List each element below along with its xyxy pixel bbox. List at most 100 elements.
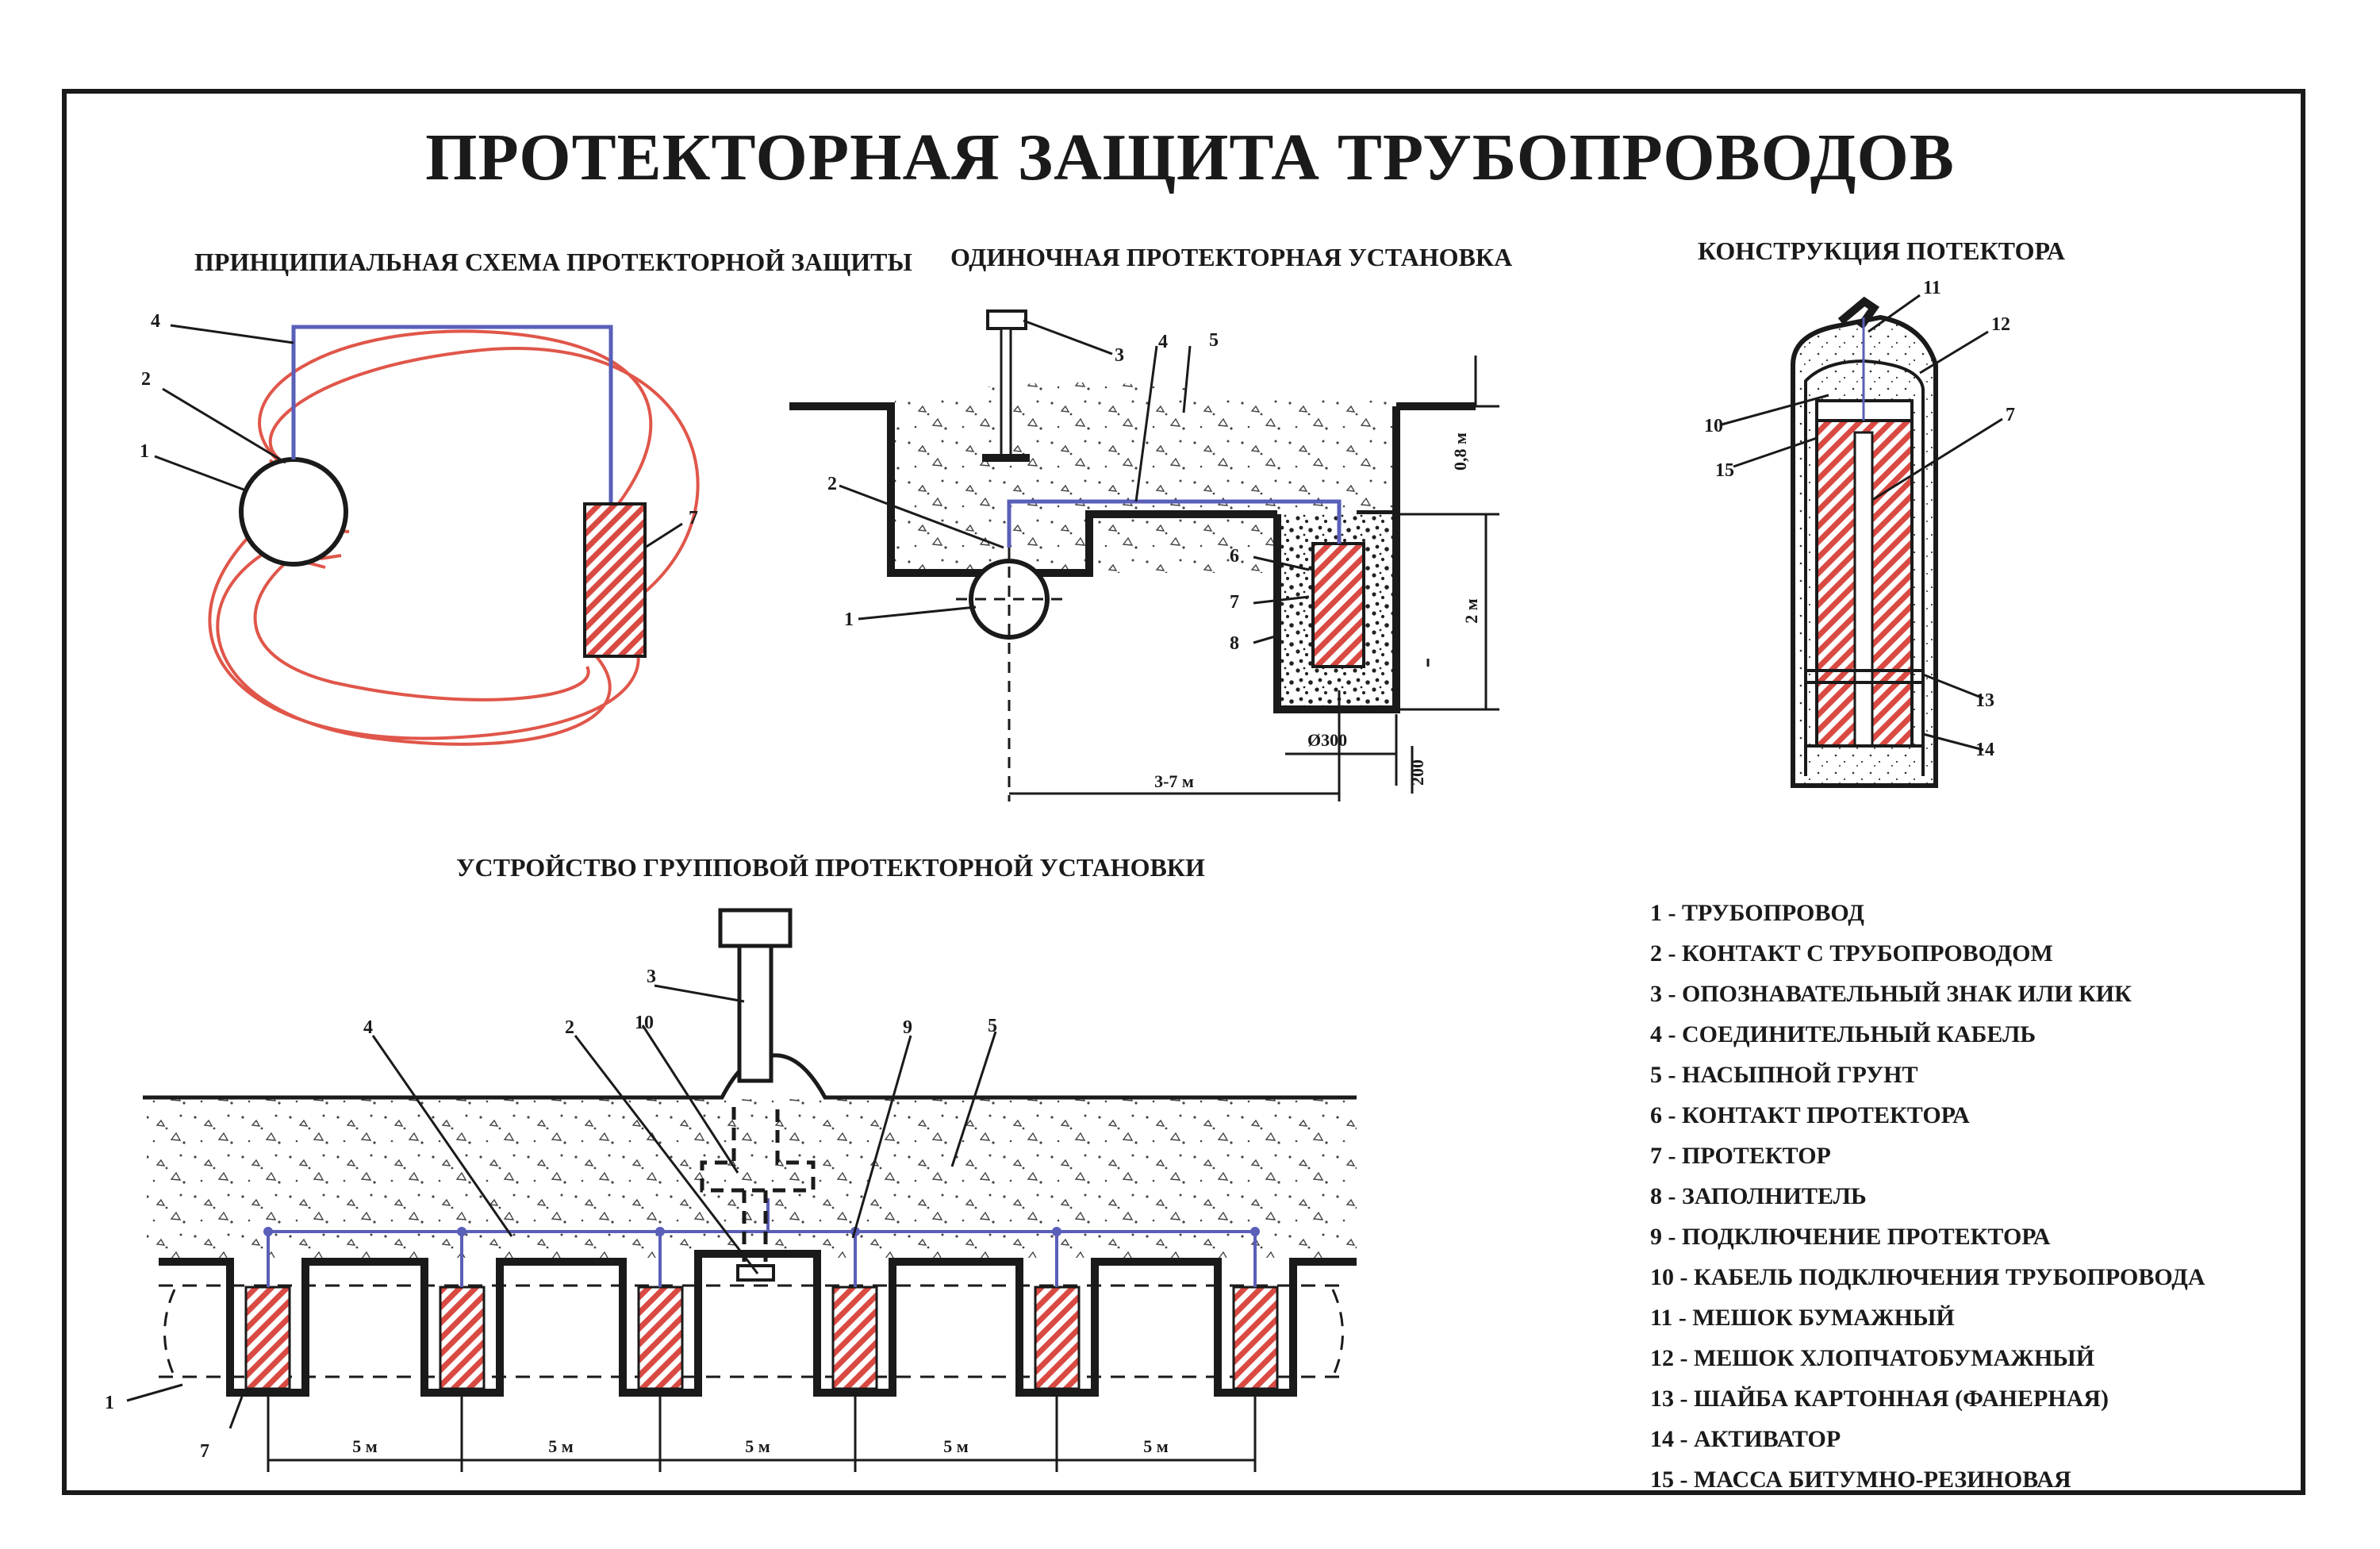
legend-item: 15 - МАССА БИТУМНО-РЕЗИНОВАЯ bbox=[1650, 1466, 2071, 1493]
legend-item: 5 - НАСЫПНОЙ ГРУНТ bbox=[1650, 1062, 1918, 1088]
legend-item: 9 - ПОДКЛЮЧЕНИЕ ПРОТЕКТОРА bbox=[1650, 1224, 2051, 1250]
protector-anode bbox=[1311, 542, 1365, 668]
protector-construction: 11 12 10 15 7 13 14 bbox=[1704, 278, 2015, 788]
subtitle-group: УСТРОЙСТВО ГРУППОВОЙ ПРОТЕКТОРНОЙ УСТАНО… bbox=[456, 853, 1205, 882]
cable-drops bbox=[460, 1198, 1058, 1287]
legend-item: 6 - КОНТАКТ ПРОТЕКТОРА bbox=[1650, 1102, 1970, 1128]
callout-1: 1 bbox=[140, 441, 149, 462]
marker-sign-head bbox=[986, 309, 1027, 330]
leader-lines bbox=[154, 324, 683, 549]
pipeline-circle bbox=[239, 457, 348, 567]
anode-3 bbox=[637, 1286, 684, 1390]
callout-15: 15 bbox=[1715, 460, 1734, 481]
dimension-5m-4: 5 м bbox=[943, 1436, 969, 1456]
core-rod bbox=[1853, 431, 1874, 748]
filler-outline bbox=[1273, 514, 1400, 713]
callout-14: 14 bbox=[1975, 740, 1994, 760]
protector-anode bbox=[583, 502, 647, 658]
connection-nodes bbox=[263, 1227, 1260, 1236]
ground-surface bbox=[143, 1053, 1357, 1100]
anode-1 bbox=[244, 1286, 291, 1390]
current-flow-lines bbox=[208, 329, 700, 746]
dimension-offset: 200 bbox=[1407, 759, 1427, 786]
group-installation: 3 4 2 10 9 5 1 7 5 м 5 м 5 м 5 м 5 м bbox=[105, 908, 1357, 1472]
legend-item: 8 - ЗАПОЛНИТЕЛЬ bbox=[1650, 1183, 1867, 1209]
callout-1: 1 bbox=[105, 1393, 114, 1413]
principle-diagram: 4 2 1 7 bbox=[140, 311, 700, 746]
dimension-chain bbox=[267, 1389, 1257, 1472]
marker-sign-post bbox=[737, 944, 774, 1083]
legend-item: 11 - МЕШОК БУМАЖНЫЙ bbox=[1650, 1305, 1955, 1331]
marker-sign-base bbox=[982, 454, 1030, 462]
callout-2: 2 bbox=[827, 474, 837, 494]
dimension-diameter: Ø300 bbox=[1307, 730, 1347, 750]
marker-sign-post bbox=[1000, 327, 1012, 457]
marker-footing bbox=[700, 1107, 816, 1262]
leader-lines bbox=[126, 984, 997, 1429]
dimension-5m-1: 5 м bbox=[352, 1436, 378, 1456]
legend-item: 3 - ОПОЗНАВАТЕЛЬНЫЙ ЗНАК ИЛИ КИК bbox=[1650, 981, 2132, 1007]
pipeline-outline bbox=[159, 1284, 1349, 1378]
callout-7: 7 bbox=[689, 508, 698, 529]
subtitle-construction: КОНСТРУКЦИЯ ПОТЕКТОРА bbox=[1698, 236, 2066, 265]
pipe-axis bbox=[956, 548, 1067, 801]
legend-item: 4 - СОЕДИНИТЕЛЬНЫЙ КАБЕЛЬ bbox=[1650, 1021, 2036, 1047]
callout-12: 12 bbox=[1991, 314, 2010, 335]
legend-item: 2 - КОНТАКТ С ТРУБОПРОВОДОМ bbox=[1650, 940, 2053, 967]
marker-sign-head bbox=[718, 908, 793, 948]
callout-9: 9 bbox=[903, 1017, 912, 1038]
anode-5 bbox=[1034, 1286, 1081, 1390]
dimension-lines bbox=[1009, 356, 1499, 801]
legend-item: 7 - ПРОТЕКТОР bbox=[1650, 1143, 1831, 1169]
dimension-depth: 0,8 м bbox=[1450, 432, 1470, 471]
bag-tie bbox=[1837, 296, 1880, 329]
anode-6 bbox=[1232, 1286, 1279, 1390]
callout-7: 7 bbox=[1230, 592, 1239, 613]
legend: 1 - ТРУБОПРОВОД 2 - КОНТАКТ С ТРУБОПРОВО… bbox=[1650, 893, 2205, 1500]
legend-item: 14 - АКТИВАТОР bbox=[1650, 1426, 1841, 1452]
backfill-soil bbox=[895, 382, 1392, 577]
callout-4: 4 bbox=[1158, 332, 1168, 352]
callout-6: 6 bbox=[1230, 546, 1239, 567]
legend-item: 13 - ШАЙБА КАРТОННАЯ (ФАНЕРНАЯ) bbox=[1650, 1386, 2109, 1412]
callout-7: 7 bbox=[200, 1441, 209, 1462]
trench-profile bbox=[159, 1250, 1357, 1397]
leader-lines bbox=[839, 319, 1310, 644]
callout-5: 5 bbox=[1209, 330, 1219, 351]
anode-2 bbox=[439, 1286, 486, 1390]
anode-4 bbox=[831, 1286, 878, 1390]
legend-item: 12 - МЕШОК ХЛОПЧАТОБУМАЖНЫЙ bbox=[1650, 1345, 2095, 1371]
dimension-5m-5: 5 м bbox=[1143, 1436, 1169, 1456]
callout-11: 11 bbox=[1923, 278, 1941, 298]
dimension-5m-2: 5 м bbox=[548, 1436, 574, 1456]
callout-10: 10 bbox=[1704, 416, 1723, 436]
legend-item: 1 - ТРУБОПРОВОД bbox=[1650, 900, 1864, 926]
pipeline-circle bbox=[969, 559, 1050, 640]
callout-13: 13 bbox=[1975, 690, 1994, 711]
callout-1: 1 bbox=[844, 609, 854, 630]
backfill-soil bbox=[147, 1099, 1357, 1258]
connecting-cable bbox=[1007, 499, 1342, 548]
poster-frame bbox=[62, 89, 2305, 1495]
subtitle-single: ОДИНОЧНАЯ ПРОТЕКТОРНАЯ УСТАНОВКА bbox=[950, 243, 1513, 271]
callout-3: 3 bbox=[647, 967, 656, 987]
single-installation: 3 4 5 2 1 6 7 8 0,8 м 2 м 3-7 м Ø300 200 bbox=[789, 309, 1499, 801]
callout-4: 4 bbox=[151, 311, 160, 332]
callout-2: 2 bbox=[141, 369, 151, 390]
callout-2: 2 bbox=[565, 1017, 574, 1038]
page-title: ПРОТЕКТОРНАЯ ЗАЩИТА ТРУБОПРОВОДОВ bbox=[425, 121, 1955, 194]
dimension-spacing: 3-7 м bbox=[1154, 771, 1194, 791]
connecting-cable bbox=[267, 1230, 1257, 1287]
callout-10: 10 bbox=[635, 1013, 654, 1033]
connecting-cable bbox=[291, 325, 613, 504]
callout-5: 5 bbox=[988, 1016, 997, 1036]
callout-3: 3 bbox=[1115, 345, 1124, 366]
leader-lines bbox=[1721, 294, 2003, 751]
legend-item: 10 - КАБЕЛЬ ПОДКЛЮЧЕНИЯ ТРУБОПРОВОДА bbox=[1650, 1264, 2205, 1290]
dimension-5m-3: 5 м bbox=[745, 1436, 770, 1456]
callout-4: 4 bbox=[363, 1017, 373, 1038]
callout-7: 7 bbox=[2006, 405, 2015, 425]
callout-8: 8 bbox=[1230, 633, 1239, 654]
subtitle-principle: ПРИНЦИПИАЛЬНАЯ СХЕМА ПРОТЕКТОРНОЙ ЗАЩИТЫ bbox=[194, 248, 912, 276]
